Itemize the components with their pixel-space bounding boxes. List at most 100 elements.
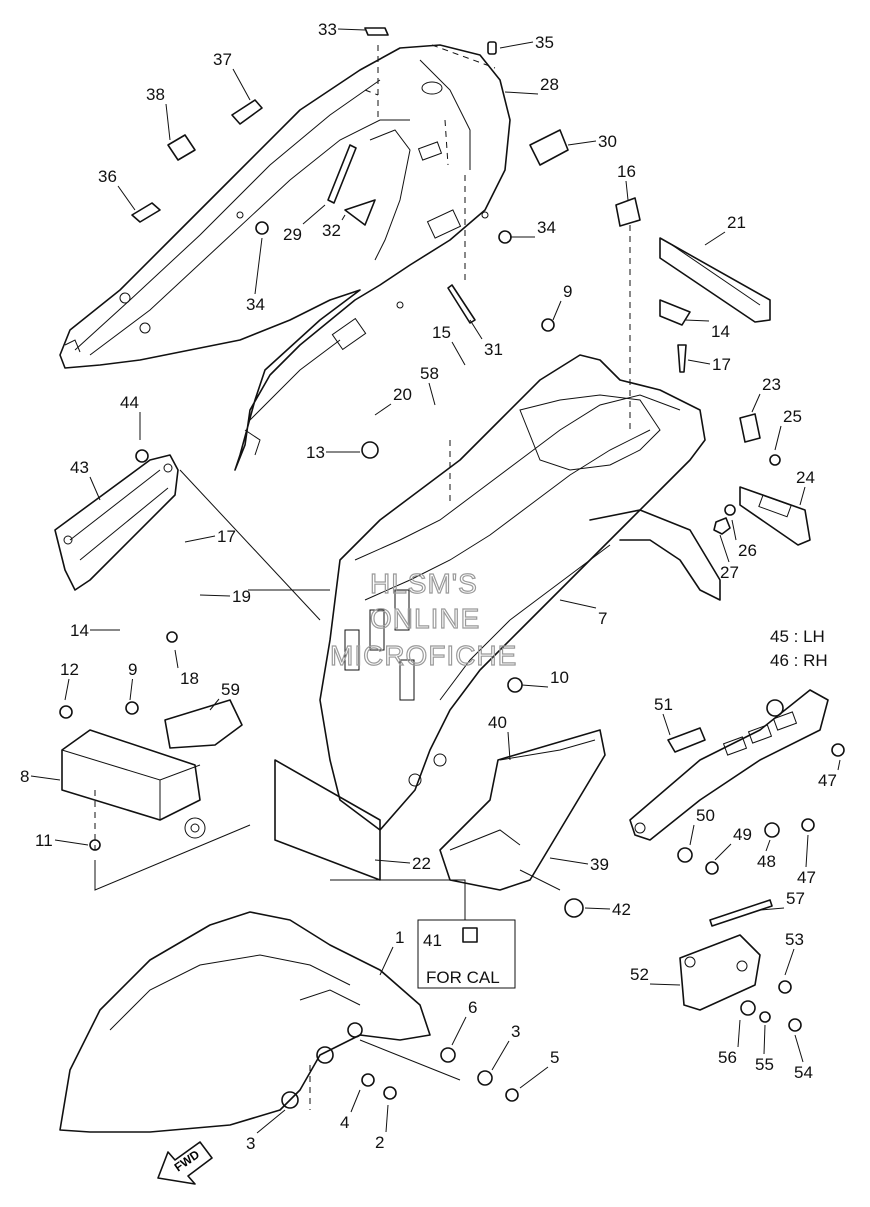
callout-50: 50 <box>696 806 715 825</box>
leader-line-20 <box>374 403 392 416</box>
leader-line-35 <box>499 41 534 49</box>
callout-24: 24 <box>796 468 815 487</box>
leader-line-36 <box>117 185 136 211</box>
callout-3b: 3 <box>246 1134 255 1153</box>
leader-line-19 <box>199 594 231 597</box>
callout-26: 26 <box>738 541 757 560</box>
leader-line-24 <box>799 486 806 506</box>
leader-line-25 <box>774 425 782 451</box>
side-cover <box>54 454 179 591</box>
leader-line-43 <box>89 476 101 501</box>
callout-1: 1 <box>395 928 404 947</box>
callout-41: 41 <box>423 931 442 950</box>
callout-42: 42 <box>612 900 631 919</box>
callout-43: 43 <box>70 458 89 477</box>
callout-54: 54 <box>794 1063 813 1082</box>
shield <box>439 729 606 891</box>
leader-line-7 <box>559 599 597 609</box>
callout-11: 11 <box>35 831 53 850</box>
callout-36: 36 <box>98 167 117 186</box>
front-fender <box>59 911 431 1133</box>
footrest-bracket <box>629 689 829 841</box>
leader-line-47a <box>837 759 841 771</box>
seat-cowl <box>59 44 511 471</box>
callout-37: 37 <box>213 50 232 69</box>
callout-33: 33 <box>318 20 337 39</box>
callout-12: 12 <box>60 660 79 679</box>
callout-38: 38 <box>146 85 165 104</box>
callout-19: 19 <box>232 587 251 606</box>
leader-line-42 <box>584 907 611 910</box>
callout-28: 28 <box>540 75 559 94</box>
callout-45: 45 : LH <box>770 627 825 646</box>
leader-line-1 <box>379 946 394 976</box>
callout-47b: 47 <box>797 868 816 887</box>
callout-14a: 14 <box>711 322 730 341</box>
callout-4: 4 <box>340 1113 349 1132</box>
callout-9b: 9 <box>128 660 137 679</box>
callout-48: 48 <box>757 852 776 871</box>
callout-25: 25 <box>783 407 802 426</box>
callout-40: 40 <box>488 713 507 732</box>
leader-line-37 <box>232 68 251 101</box>
leader-line-58 <box>428 382 436 406</box>
note-box: FOR CAL <box>417 919 516 989</box>
callout-47a: 47 <box>818 771 837 790</box>
leader-line-27 <box>719 534 730 563</box>
callout-7: 7 <box>598 609 607 628</box>
leader-line-17a <box>687 359 711 365</box>
leader-line-3b <box>256 1109 286 1134</box>
leader-line-59 <box>209 698 220 711</box>
leader-line-14a <box>684 319 710 322</box>
leader-line-16 <box>625 180 629 201</box>
callout-9a: 9 <box>563 282 572 301</box>
callout-57: 57 <box>786 889 805 908</box>
callout-18: 18 <box>180 669 199 688</box>
leader-line-49 <box>714 843 732 861</box>
fasteners <box>59 318 845 1109</box>
leader-line-32 <box>341 214 346 221</box>
leader-line-31 <box>469 319 483 340</box>
leader-line-56 <box>737 1019 741 1048</box>
note-box-label: FOR CAL <box>426 968 500 987</box>
leader-line-54 <box>794 1034 804 1063</box>
callout-35: 35 <box>535 33 554 52</box>
leader-line-22 <box>374 859 411 864</box>
leader-line-30 <box>567 140 597 146</box>
leader-line-34a <box>254 237 263 295</box>
fwd-arrow-icon: FWD <box>157 1141 213 1185</box>
callout-53: 53 <box>785 930 804 949</box>
leader-line-57 <box>759 907 785 911</box>
callout-56: 56 <box>718 1048 737 1067</box>
callout-55: 55 <box>755 1055 774 1074</box>
callout-14b: 14 <box>70 621 89 640</box>
callout-34b: 34 <box>537 218 556 237</box>
leader-line-11 <box>54 839 89 846</box>
callout-51: 51 <box>654 695 673 714</box>
leader-line-21 <box>704 231 726 246</box>
callout-21: 21 <box>727 213 746 232</box>
rear-fender <box>319 354 721 831</box>
leader-line-51 <box>662 713 671 736</box>
callout-58: 58 <box>420 364 439 383</box>
callout-3a: 3 <box>511 1022 520 1041</box>
leader-line-28 <box>504 91 539 95</box>
leader-line-50 <box>689 824 695 846</box>
callout-39: 39 <box>590 855 609 874</box>
fwd-label: FWD <box>172 1147 203 1174</box>
leader-line-15 <box>451 341 466 366</box>
leader-line-23 <box>751 393 761 413</box>
callout-59: 59 <box>221 680 240 699</box>
leader-line-2 <box>385 1104 389 1133</box>
callout-17a: 17 <box>712 355 731 374</box>
callout-44: 44 <box>120 393 139 412</box>
leader-line-40 <box>507 731 511 761</box>
callout-10: 10 <box>550 668 569 687</box>
callout-52: 52 <box>630 965 649 984</box>
callout-13: 13 <box>306 443 325 462</box>
cowl-small-parts <box>131 27 641 324</box>
callout-20: 20 <box>393 385 412 404</box>
leader-line-53 <box>784 948 795 976</box>
